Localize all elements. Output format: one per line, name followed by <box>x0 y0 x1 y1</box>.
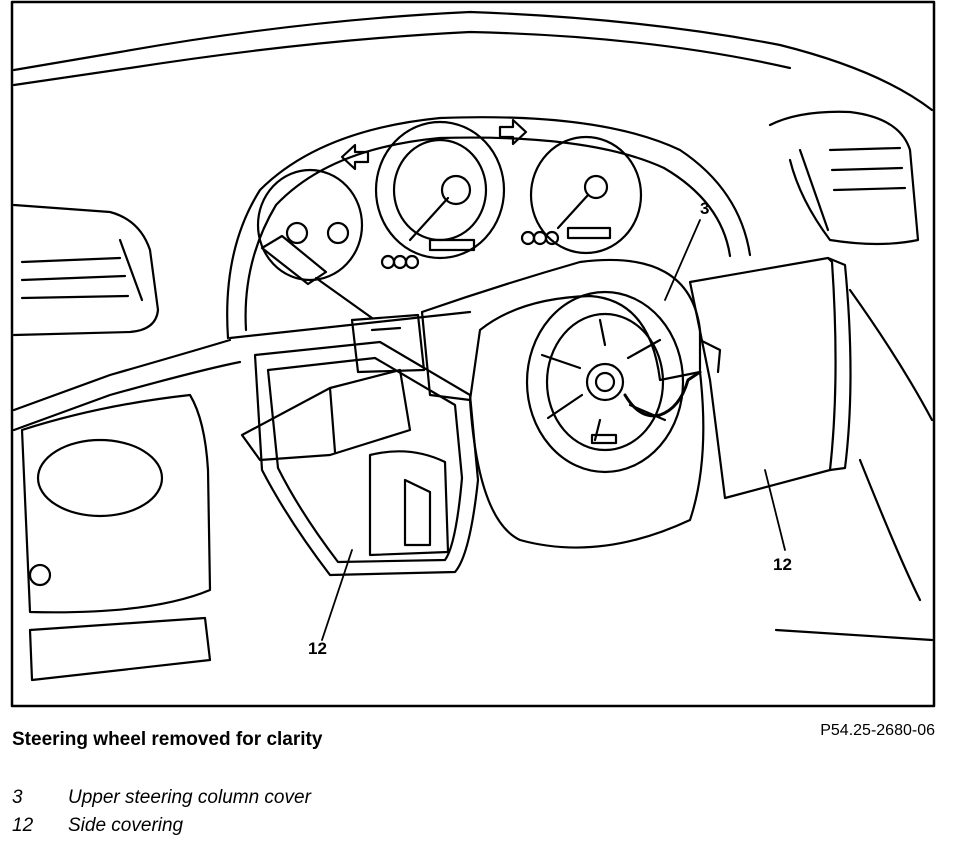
combination-switch <box>240 313 426 462</box>
dash-top-line <box>12 10 934 112</box>
figure-frame <box>10 0 936 708</box>
upper-steering-column-cover <box>420 258 705 549</box>
callout-12-right: 12 <box>773 555 792 574</box>
callout-12-left: 12 <box>308 639 327 658</box>
side-covering-right <box>688 256 852 500</box>
callout-3: 3 <box>700 199 709 218</box>
legend-description: Side covering <box>68 815 184 836</box>
right-gauge <box>529 135 643 255</box>
legend-number: 3 <box>12 787 23 808</box>
legend-item: 12 Side covering <box>12 815 183 837</box>
warning-lights-right <box>520 230 560 246</box>
leader-12-right <box>764 469 786 551</box>
center-gauge <box>374 120 506 260</box>
left-arrow-icon <box>340 143 370 171</box>
left-gauge <box>256 168 364 282</box>
legend-description: Upper steering column cover <box>68 787 311 808</box>
instrument-hood <box>226 116 752 340</box>
figure-caption: Steering wheel removed for clarity <box>12 729 323 750</box>
warning-lights-left <box>380 254 420 270</box>
leader-3 <box>664 219 701 301</box>
figure-id: P54.25-2680-06 <box>820 722 935 739</box>
steering-column-hub <box>525 290 702 474</box>
legend-number: 12 <box>12 815 34 836</box>
right-air-vent <box>768 110 920 246</box>
leader-12-left <box>321 549 353 641</box>
legend-item: 3 Upper steering column cover <box>12 787 311 809</box>
cable-harness <box>623 370 702 418</box>
side-covering-left <box>253 340 480 577</box>
dashboard-illustration: 3 12 12 <box>10 0 936 708</box>
left-knee-panel <box>20 393 212 682</box>
right-arrow-icon <box>498 118 528 146</box>
left-air-vent <box>12 203 160 337</box>
screwdriver <box>260 234 374 320</box>
